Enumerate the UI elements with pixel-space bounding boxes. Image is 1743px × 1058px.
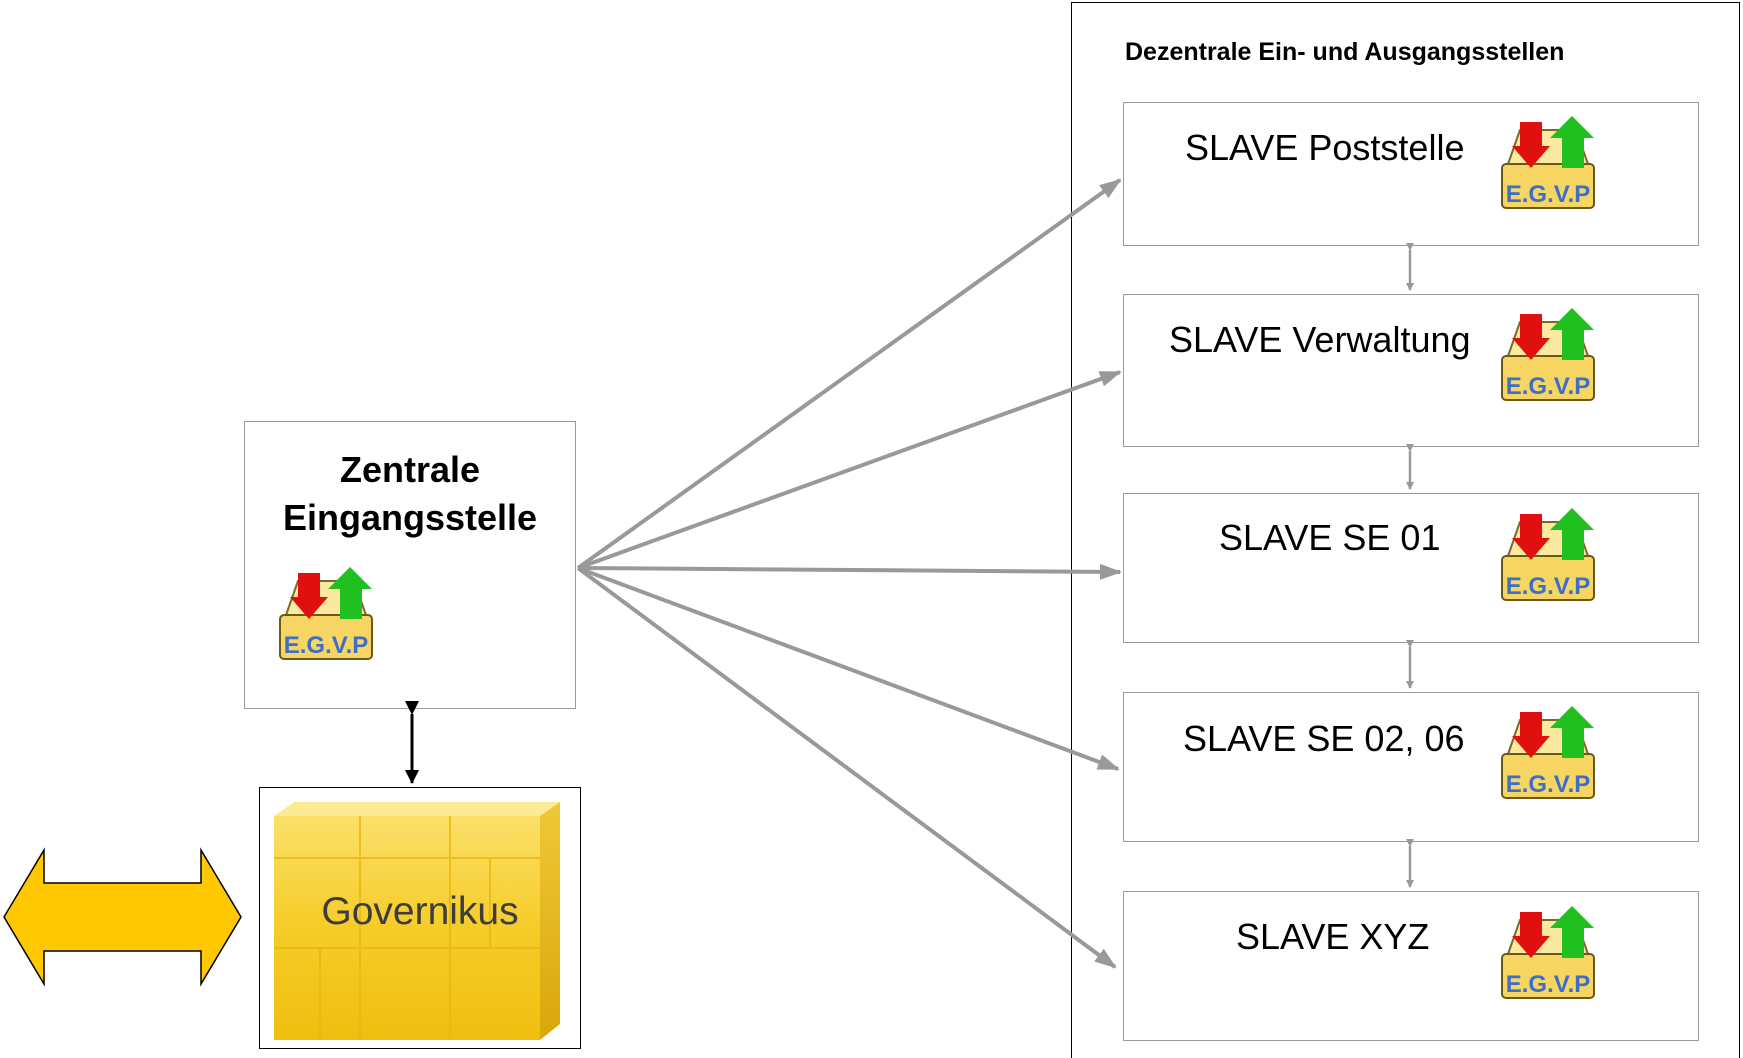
connector-to-xyz xyxy=(576,566,1117,969)
central-title-line1: Zentrale xyxy=(339,449,481,490)
egvp-icon-text: E.G.V.P xyxy=(1506,771,1591,798)
egvp-icon-text: E.G.V.P xyxy=(1506,971,1591,998)
egvp-icon-text: E.G.V.P xyxy=(1506,573,1591,600)
exchange-arrow xyxy=(3,847,242,987)
connector-to-poststelle xyxy=(576,178,1122,570)
central-title: Zentrale Eingangsstelle xyxy=(245,446,575,542)
connector-to-se02 xyxy=(577,566,1120,771)
connector-to-se01 xyxy=(577,563,1122,580)
governikus-label: Governikus xyxy=(321,890,519,933)
egvp-icon-central: E.G.V.P xyxy=(279,567,373,660)
connector-to-verwaltung xyxy=(577,370,1122,570)
central-title-line2: Eingangsstelle xyxy=(282,497,538,538)
egvp-icon-xyz: E.G.V.P xyxy=(1501,906,1595,999)
slave-label-se02: SLAVE SE 02, 06 xyxy=(1183,718,1465,759)
egvp-icon-text: E.G.V.P xyxy=(1506,373,1591,400)
egvp-icon-text: E.G.V.P xyxy=(284,632,369,659)
slave-box-poststelle xyxy=(1123,102,1699,246)
egvp-icon-se02: E.G.V.P xyxy=(1501,706,1595,799)
slave-box-xyz xyxy=(1123,891,1699,1041)
slave-box-se02 xyxy=(1123,692,1699,842)
egvp-icon-text: E.G.V.P xyxy=(1506,181,1591,208)
egvp-icon-poststelle: E.G.V.P xyxy=(1501,116,1595,209)
governikus-cube-icon xyxy=(274,802,560,1040)
slave-label-se01: SLAVE SE 01 xyxy=(1219,517,1441,558)
slave-label-poststelle: SLAVE Poststelle xyxy=(1185,127,1465,168)
egvp-icon-verwaltung: E.G.V.P xyxy=(1501,308,1595,401)
slave-label-xyz: SLAVE XYZ xyxy=(1236,916,1430,957)
slave-label-verwaltung: SLAVE Verwaltung xyxy=(1169,319,1471,360)
governikus-box xyxy=(259,787,581,1049)
slave-box-se01 xyxy=(1123,493,1699,643)
egvp-icon-se01: E.G.V.P xyxy=(1501,508,1595,601)
slave-box-verwaltung xyxy=(1123,294,1699,447)
central-entry-box: Zentrale Eingangsstelle xyxy=(244,421,576,709)
decentral-title: Dezentrale Ein- und Ausgangsstellen xyxy=(1125,38,1565,66)
